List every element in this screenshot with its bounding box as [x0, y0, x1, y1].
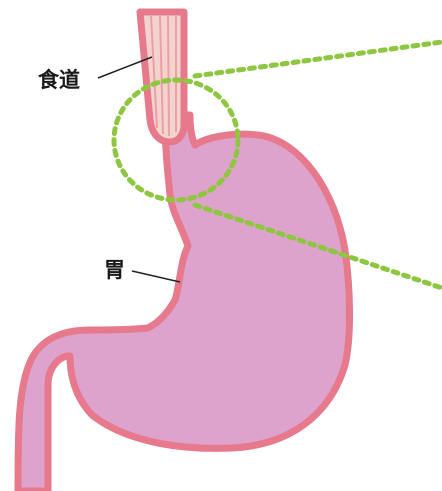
esophagus-label: 食道 [38, 70, 80, 91]
stomach-shape [18, 115, 350, 491]
stomach-leader-line [132, 271, 180, 282]
zoom-line-top [195, 42, 442, 76]
stomach-label: 胃 [104, 260, 125, 281]
